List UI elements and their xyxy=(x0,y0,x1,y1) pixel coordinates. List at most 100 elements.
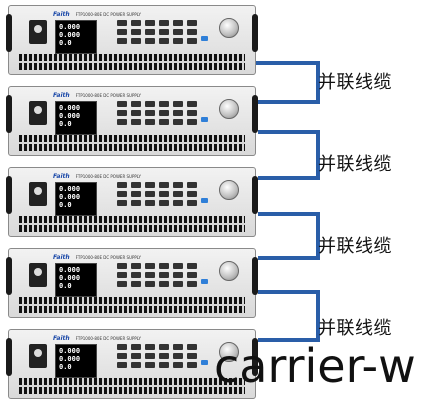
keypad-button[interactable] xyxy=(187,38,197,44)
keypad-button[interactable] xyxy=(159,29,169,35)
keypad-button[interactable] xyxy=(187,200,197,206)
keypad-button[interactable] xyxy=(117,101,127,107)
output-button[interactable] xyxy=(201,279,208,284)
keypad-button[interactable] xyxy=(187,191,197,197)
keypad-button[interactable] xyxy=(131,200,141,206)
keypad-button[interactable] xyxy=(117,119,127,125)
keypad-button[interactable] xyxy=(159,38,169,44)
keypad-button[interactable] xyxy=(159,119,169,125)
keypad-button[interactable] xyxy=(159,281,169,287)
keypad-button[interactable] xyxy=(131,362,141,368)
keypad-button[interactable] xyxy=(117,281,127,287)
keypad-button[interactable] xyxy=(173,344,183,350)
keypad-button[interactable] xyxy=(159,191,169,197)
rotary-knob[interactable] xyxy=(219,261,239,281)
keypad-button[interactable] xyxy=(145,38,155,44)
keypad-button[interactable] xyxy=(117,344,127,350)
keypad-button[interactable] xyxy=(173,362,183,368)
keypad-button[interactable] xyxy=(145,344,155,350)
keypad-button[interactable] xyxy=(117,263,127,269)
keypad-button[interactable] xyxy=(145,200,155,206)
keypad-button[interactable] xyxy=(187,281,197,287)
output-button[interactable] xyxy=(201,117,208,122)
keypad-button[interactable] xyxy=(117,362,127,368)
keypad-button[interactable] xyxy=(173,101,183,107)
keypad-button[interactable] xyxy=(145,281,155,287)
keypad-button[interactable] xyxy=(173,29,183,35)
rotary-knob[interactable] xyxy=(219,18,239,38)
keypad-button[interactable] xyxy=(145,353,155,359)
keypad-button[interactable] xyxy=(187,182,197,188)
keypad-button[interactable] xyxy=(187,101,197,107)
rotary-knob[interactable] xyxy=(219,342,239,362)
keypad-button[interactable] xyxy=(145,191,155,197)
keypad-button[interactable] xyxy=(187,20,197,26)
keypad-button[interactable] xyxy=(187,272,197,278)
keypad-button[interactable] xyxy=(131,101,141,107)
keypad-button[interactable] xyxy=(187,29,197,35)
keypad-button[interactable] xyxy=(173,119,183,125)
keypad-button[interactable] xyxy=(117,182,127,188)
keypad-button[interactable] xyxy=(145,110,155,116)
keypad-button[interactable] xyxy=(145,119,155,125)
keypad-button[interactable] xyxy=(159,353,169,359)
keypad-button[interactable] xyxy=(131,110,141,116)
keypad-button[interactable] xyxy=(159,362,169,368)
keypad-button[interactable] xyxy=(159,101,169,107)
keypad-button[interactable] xyxy=(131,119,141,125)
keypad-button[interactable] xyxy=(117,20,127,26)
keypad-button[interactable] xyxy=(187,362,197,368)
keypad-button[interactable] xyxy=(145,20,155,26)
keypad-button[interactable] xyxy=(145,263,155,269)
keypad-button[interactable] xyxy=(187,119,197,125)
keypad-button[interactable] xyxy=(159,263,169,269)
keypad-button[interactable] xyxy=(131,272,141,278)
keypad-button[interactable] xyxy=(117,29,127,35)
keypad-button[interactable] xyxy=(173,263,183,269)
power-switch[interactable] xyxy=(29,344,47,368)
keypad-button[interactable] xyxy=(117,353,127,359)
keypad-button[interactable] xyxy=(131,263,141,269)
power-switch[interactable] xyxy=(29,20,47,44)
keypad-button[interactable] xyxy=(131,29,141,35)
keypad-button[interactable] xyxy=(159,110,169,116)
keypad-button[interactable] xyxy=(145,29,155,35)
keypad-button[interactable] xyxy=(131,182,141,188)
keypad-button[interactable] xyxy=(145,272,155,278)
keypad-button[interactable] xyxy=(117,200,127,206)
keypad-button[interactable] xyxy=(173,353,183,359)
power-switch[interactable] xyxy=(29,263,47,287)
keypad-button[interactable] xyxy=(173,200,183,206)
power-switch[interactable] xyxy=(29,101,47,125)
keypad-button[interactable] xyxy=(131,38,141,44)
output-button[interactable] xyxy=(201,198,208,203)
keypad-button[interactable] xyxy=(173,110,183,116)
keypad-button[interactable] xyxy=(173,281,183,287)
keypad-button[interactable] xyxy=(117,272,127,278)
rotary-knob[interactable] xyxy=(219,99,239,119)
keypad-button[interactable] xyxy=(131,344,141,350)
keypad-button[interactable] xyxy=(145,101,155,107)
keypad-button[interactable] xyxy=(159,200,169,206)
keypad-button[interactable] xyxy=(131,281,141,287)
keypad-button[interactable] xyxy=(117,110,127,116)
rotary-knob[interactable] xyxy=(219,180,239,200)
keypad-button[interactable] xyxy=(145,362,155,368)
keypad-button[interactable] xyxy=(187,263,197,269)
keypad-button[interactable] xyxy=(187,110,197,116)
keypad-button[interactable] xyxy=(173,191,183,197)
keypad-button[interactable] xyxy=(145,182,155,188)
keypad-button[interactable] xyxy=(159,272,169,278)
keypad-button[interactable] xyxy=(117,38,127,44)
keypad-button[interactable] xyxy=(131,20,141,26)
keypad-button[interactable] xyxy=(173,20,183,26)
keypad-button[interactable] xyxy=(173,272,183,278)
output-button[interactable] xyxy=(201,36,208,41)
keypad-button[interactable] xyxy=(187,353,197,359)
keypad-button[interactable] xyxy=(173,182,183,188)
power-switch[interactable] xyxy=(29,182,47,206)
keypad-button[interactable] xyxy=(173,38,183,44)
keypad-button[interactable] xyxy=(187,344,197,350)
keypad-button[interactable] xyxy=(159,344,169,350)
keypad-button[interactable] xyxy=(117,191,127,197)
